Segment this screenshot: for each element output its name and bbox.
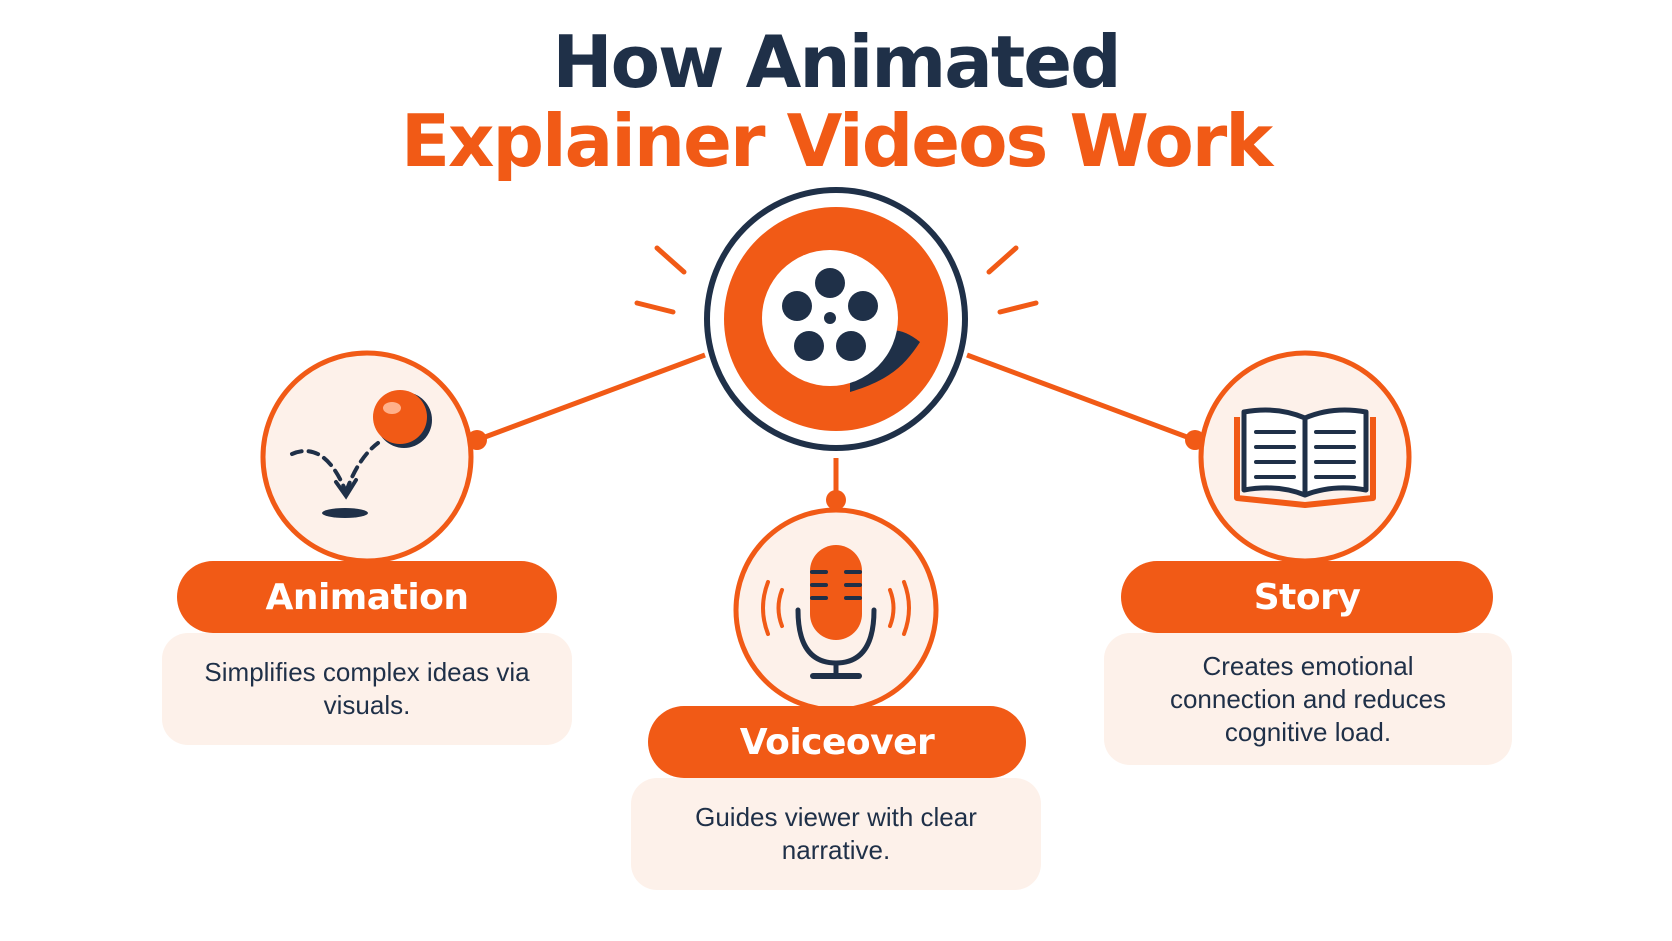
sparkle-lines — [634, 245, 1039, 315]
bouncing-ball-icon — [290, 390, 432, 518]
connector-animation — [476, 352, 706, 443]
voiceover-label: Voiceover — [648, 706, 1026, 778]
story-label: Story — [1121, 561, 1493, 633]
open-book-icon — [1234, 407, 1376, 508]
title-line-1: How Animated — [552, 20, 1121, 104]
microphone-icon — [761, 545, 911, 679]
connector-story — [966, 352, 1196, 443]
voiceover-description: Guides viewer with clear narrative. — [631, 778, 1041, 890]
node-voiceover — [733, 507, 939, 713]
connector-dot-voiceover — [826, 490, 846, 510]
node-animation — [260, 350, 474, 564]
animation-label: Animation — [177, 561, 557, 633]
node-story — [1198, 350, 1412, 564]
node-animation-circle — [260, 350, 474, 564]
title-line-2: Explainer Videos Work — [400, 99, 1273, 183]
center-hub — [634, 187, 1039, 451]
story-description: Creates emotional connection and reduces… — [1104, 633, 1512, 765]
film-reel-icon — [762, 250, 920, 392]
animation-description: Simplifies complex ideas via visuals. — [162, 633, 572, 745]
